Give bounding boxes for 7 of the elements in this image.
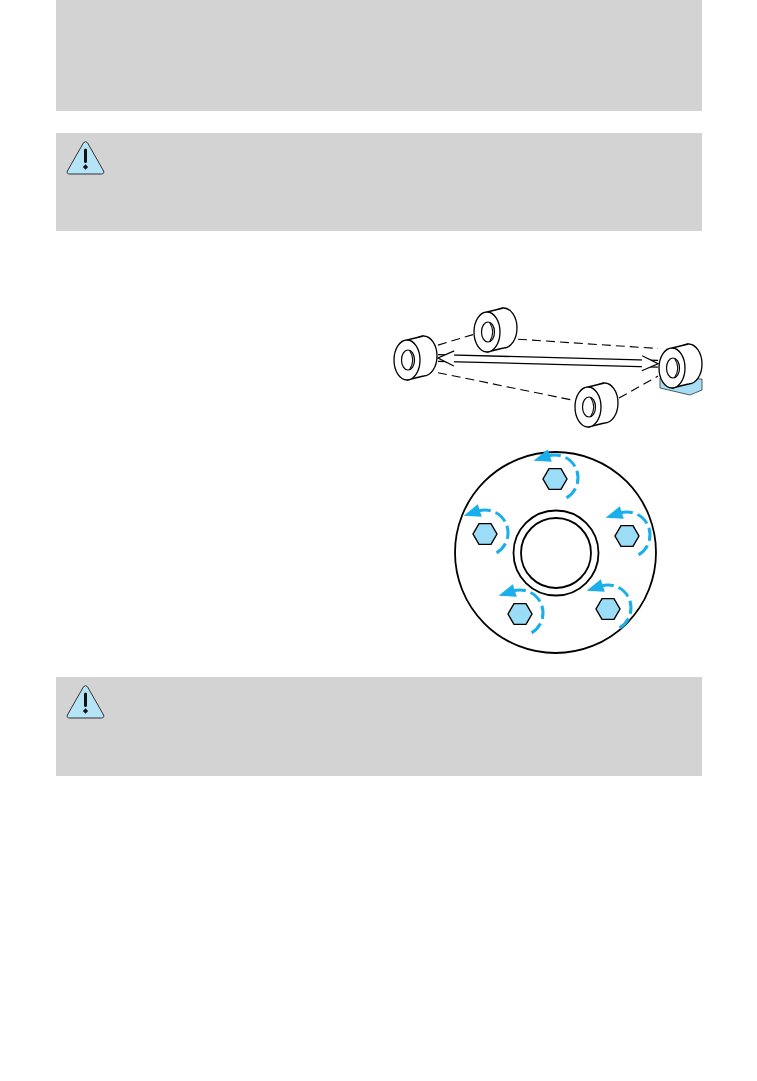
dashed-line bbox=[618, 375, 659, 399]
tire bbox=[658, 343, 703, 389]
hollow-double-arrow bbox=[437, 350, 659, 372]
tire bbox=[473, 307, 518, 353]
tire bbox=[393, 335, 438, 381]
tire bbox=[574, 382, 619, 428]
dashed-line bbox=[437, 334, 474, 346]
